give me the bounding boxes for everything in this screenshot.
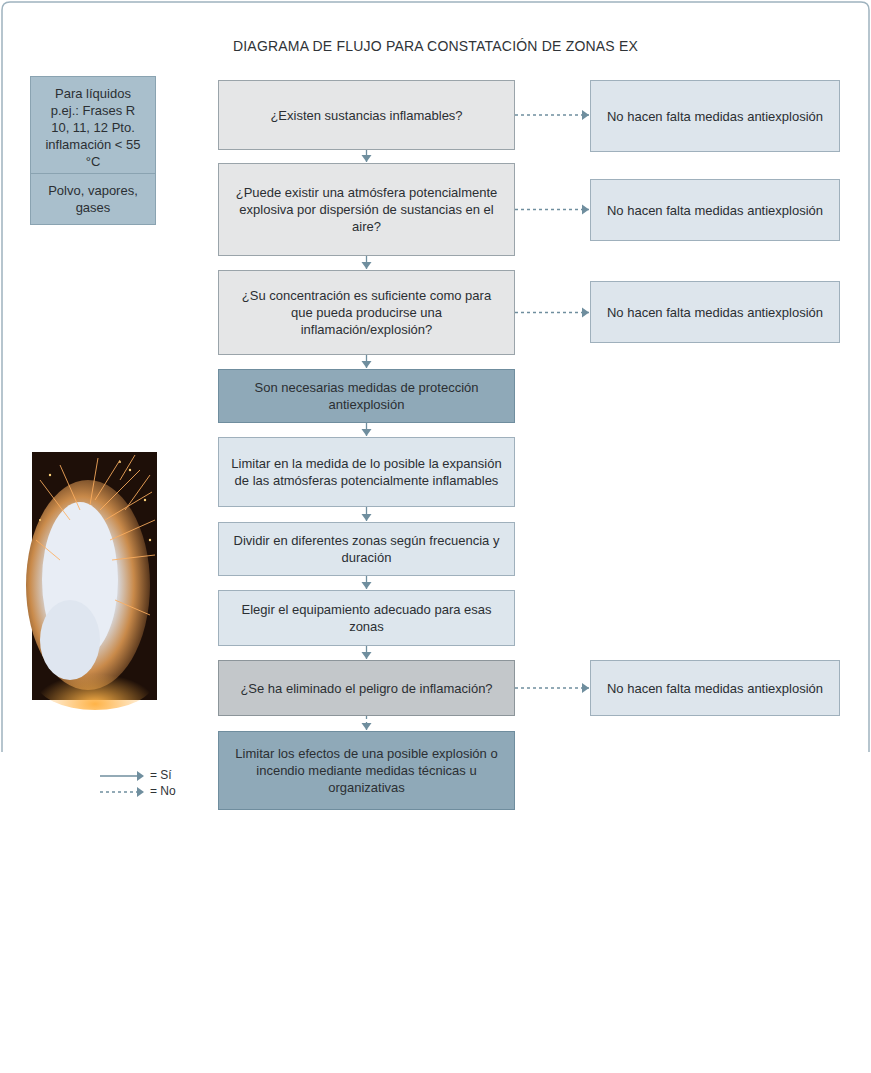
legend-sample [100, 787, 144, 797]
connector-line [515, 209, 589, 210]
box-text: No hacen falta medidas antiexplosión [607, 304, 823, 321]
result-box: No hacen falta medidas antiexplosión [590, 80, 840, 152]
decision-box: ¿Su concentración es suficiente como par… [218, 270, 515, 355]
arrow-head [582, 308, 589, 318]
box-text: No hacen falta medidas antiexplosión [607, 108, 823, 125]
flow-arrow [515, 205, 589, 215]
flow-arrow [362, 150, 372, 162]
process-box: Elegir el equipamiento adecuado para esa… [218, 590, 515, 646]
result-box: No hacen falta medidas antiexplosión [590, 660, 840, 716]
process-box: Limitar en la medida de lo posible la ex… [218, 437, 515, 507]
diagram-title: DIAGRAMA DE FLUJO PARA CONSTATACIÓN DE Z… [0, 38, 871, 54]
flow-arrow [362, 716, 372, 730]
arrow-head [582, 205, 589, 215]
flow-arrow [362, 423, 372, 436]
note-box: Polvo, vapores, gases [30, 173, 156, 225]
note-box: Para líquidos p.ej.: Frases R 10, 11, 12… [30, 76, 156, 179]
connector-line [515, 312, 589, 313]
legend-label: = No [150, 784, 176, 798]
box-text: Elegir el equipamiento adecuado para esa… [231, 601, 502, 635]
box-text: No hacen falta medidas antiexplosión [607, 202, 823, 219]
decision-box: ¿Existen sustancias inflamables? [218, 80, 515, 150]
arrow-head [362, 155, 372, 162]
box-text: ¿Se ha eliminado el peligro de inflamaci… [240, 680, 492, 697]
box-text: Dividir en diferentes zonas según frecue… [231, 532, 502, 566]
box-text: No hacen falta medidas antiexplosión [607, 680, 823, 697]
decision-box: ¿Puede existir una atmósfera potencialme… [218, 163, 515, 256]
box-text: Limitar en la medida de lo posible la ex… [231, 455, 502, 489]
decision-box: ¿Se ha eliminado el peligro de inflamaci… [218, 660, 515, 716]
arrow-head [362, 582, 372, 589]
box-text: Son necesarias medidas de protección ant… [231, 379, 502, 413]
box-text: Limitar los efectos de una posible explo… [231, 745, 502, 796]
result-box: No hacen falta medidas antiexplosión [590, 281, 840, 343]
flow-arrow [515, 683, 589, 693]
box-text: ¿Existen sustancias inflamables? [270, 107, 462, 124]
legend-line [100, 775, 138, 776]
legend-line [100, 791, 138, 792]
action-box: Son necesarias medidas de protección ant… [218, 369, 515, 423]
box-text: ¿Su concentración es suficiente como par… [231, 287, 502, 338]
box-text: Para líquidos p.ej.: Frases R 10, 11, 12… [43, 85, 143, 170]
arrow-head [362, 514, 372, 521]
process-box: Dividir en diferentes zonas según frecue… [218, 522, 515, 576]
box-text: Polvo, vapores, gases [43, 182, 143, 216]
flow-arrow [515, 308, 589, 318]
legend-label: = Sí [150, 768, 172, 782]
flow-arrow [362, 355, 372, 368]
arrow-head [582, 110, 589, 120]
flow-arrow [362, 576, 372, 589]
flow-arrow [515, 110, 589, 120]
arrow-head [137, 771, 144, 781]
arrow-head [362, 361, 372, 368]
flow-arrow [362, 256, 372, 269]
arrow-head [362, 429, 372, 436]
arrow-head [362, 723, 372, 730]
arrow-head [362, 262, 372, 269]
flow-arrow [362, 507, 372, 521]
action-box: Limitar los efectos de una posible explo… [218, 731, 515, 810]
connector-line [515, 114, 589, 115]
arrow-head [362, 652, 372, 659]
arrow-head [137, 787, 144, 797]
flow-arrow [362, 646, 372, 659]
connector-line [515, 687, 589, 688]
result-box: No hacen falta medidas antiexplosión [590, 179, 840, 241]
legend-sample [100, 771, 144, 781]
arrow-head [582, 683, 589, 693]
box-text: ¿Puede existir una atmósfera potencialme… [231, 184, 502, 235]
